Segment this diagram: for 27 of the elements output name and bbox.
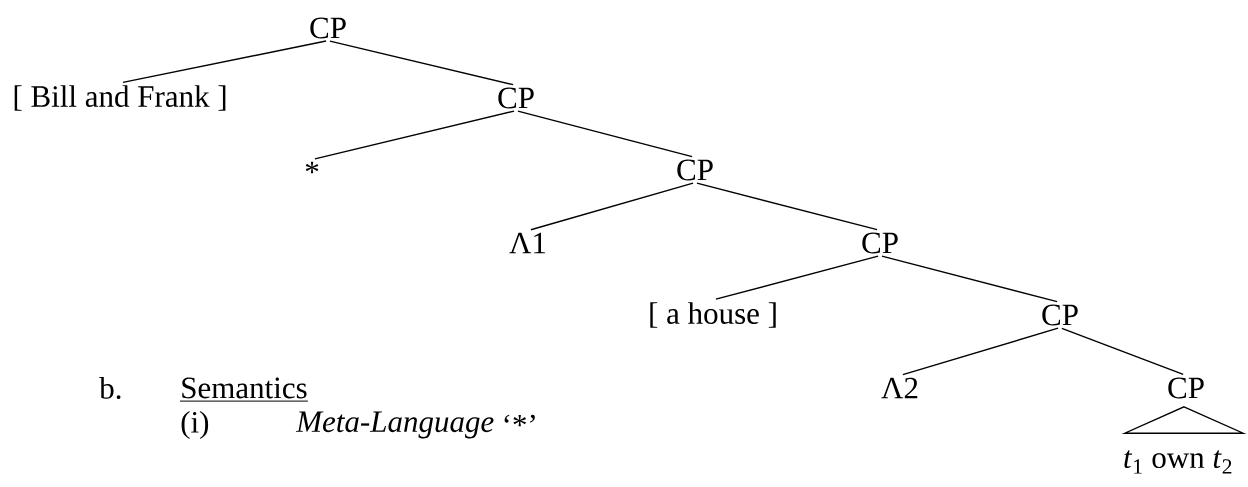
section-heading: Semantics <box>179 377 309 402</box>
tree-branch <box>517 110 693 158</box>
leaf-text: * <box>305 161 319 174</box>
category-label: CP <box>1168 377 1204 399</box>
item-number: (i) <box>181 410 209 440</box>
leaf-text: Λ1 <box>509 232 546 254</box>
leaf-text: [ a house ] <box>650 302 776 328</box>
quoted-symbol: ‘*’ <box>504 414 535 427</box>
tree-branch <box>329 40 514 86</box>
tree-branch <box>530 182 694 231</box>
label-letter: b. <box>99 377 121 399</box>
leaf-text: [ Bill and Frank ] <box>14 85 226 111</box>
tree-branch <box>314 110 515 160</box>
tree-branch <box>881 255 1058 303</box>
category-label: CP <box>310 17 346 39</box>
category-label: CP <box>862 232 898 254</box>
meta-language-text: Meta-Language <box>295 411 494 439</box>
tree-branch <box>1061 327 1184 375</box>
category-label: CP <box>677 159 713 181</box>
tree-branch <box>122 40 327 84</box>
tree-branch <box>696 182 878 231</box>
leaf-text: t$_{1}$ own t$_{2}$ <box>1124 450 1232 474</box>
tree-branch <box>715 255 879 300</box>
category-label: CP <box>498 87 534 109</box>
category-label: CP <box>1042 304 1078 326</box>
leaf-text: Λ2 <box>881 377 918 399</box>
tree-branch <box>902 327 1059 376</box>
